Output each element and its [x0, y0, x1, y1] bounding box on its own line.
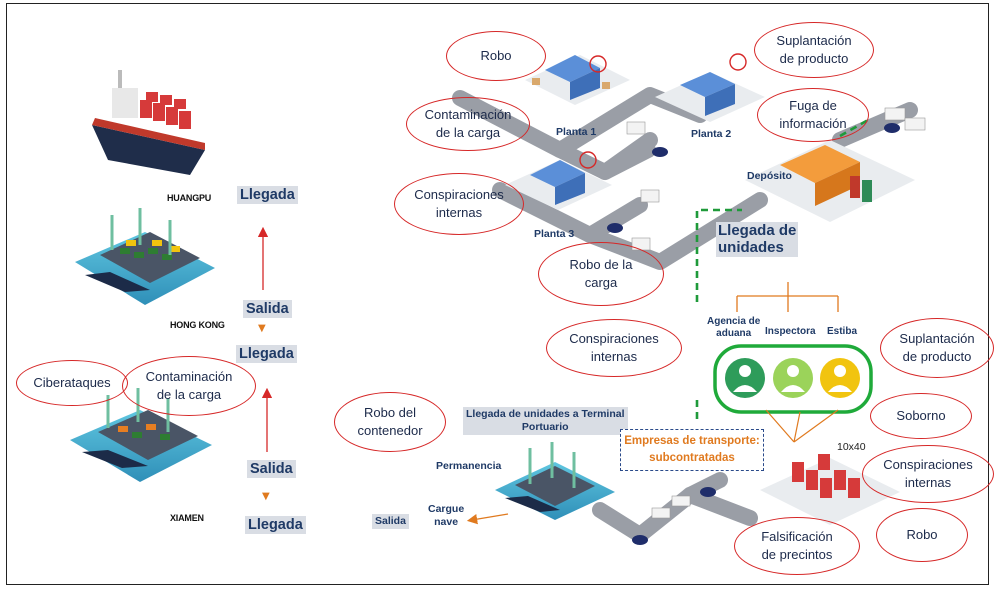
agents-to-yard-lines [765, 409, 839, 443]
risk-suplantacion-top: Suplantación de producto [754, 22, 874, 78]
port-name-huangpu: HUANGPU [167, 193, 212, 203]
location-planta1: Planta 1 [556, 126, 597, 138]
green-dashed-link-top [695, 208, 742, 302]
location-llegada-unidades: Llegada de unidades [716, 222, 799, 257]
estiba-icon [820, 358, 860, 398]
risk-robo-carga: Robo de la carga [538, 242, 664, 306]
route-label-salida-2: Salida [247, 460, 296, 478]
risk-robo-top: Robo [446, 31, 546, 81]
route-label-llegada-top: Llegada [237, 186, 298, 204]
inspectora-icon [773, 358, 813, 398]
risk-conspiraciones-planta: Conspiraciones internas [394, 173, 524, 235]
hongkong-port-illustration [75, 208, 215, 305]
port-name-hongkong: HONG KONG [170, 320, 225, 330]
location-planta3: Planta 3 [534, 228, 575, 240]
location-permanencia: Permanencia [436, 460, 502, 472]
agente-aduana-icon [725, 358, 765, 398]
location-salida: Salida [372, 514, 409, 530]
xiamen-port-illustration [70, 388, 212, 482]
route-arrow-down-2: ▼ [262, 491, 270, 502]
route-label-llegada-mid: Llegada [236, 345, 297, 363]
risk-contaminacion-port: Contaminación de la carga [122, 356, 256, 416]
subcontracted-transport-box: Empresas de transporte: subcontratadas [620, 429, 764, 471]
location-planta2: Planta 2 [691, 128, 732, 140]
risk-fuga-informacion: Fuga de información [757, 88, 869, 142]
port-name-xiamen: XIAMEN [170, 513, 204, 523]
risk-conspiraciones-mid: Conspiraciones internas [546, 319, 682, 377]
huangpu-ship-illustration [92, 70, 205, 175]
risk-conspiraciones-right: Conspiraciones internas [862, 445, 994, 503]
agents-tree [736, 282, 839, 312]
route-label-llegada-bottom: Llegada [245, 516, 306, 534]
planta3-illustration [505, 151, 612, 210]
deposito-illustration [745, 140, 915, 222]
terminal-port-illustration [495, 442, 615, 520]
route-arrow-down-1: ▼ [258, 323, 266, 334]
risk-soborno: Soborno [870, 393, 972, 439]
risk-contaminacion-planta: Contaminación de la carga [406, 97, 530, 151]
planta1-illustration [525, 55, 630, 105]
route-label-salida-1: Salida [243, 300, 292, 318]
role-estiba: Estiba [827, 326, 858, 337]
container-yard-illustration [760, 454, 900, 525]
role-inspectora: Inspectora [765, 326, 816, 337]
risk-robo-contenedor: Robo del contenedor [334, 392, 446, 452]
cargue-to-salida-arrow [466, 513, 509, 525]
risk-suplantacion-right: Suplantación de producto [880, 318, 994, 378]
planta2-illustration [655, 53, 765, 122]
role-agencia-aduana: Agencia de aduana [707, 316, 761, 339]
diagram-frame [6, 3, 989, 585]
location-llegada-terminal: Llegada de unidades a Terminal Portuario [463, 407, 628, 436]
location-cargue-nave: Cargue nave [428, 503, 465, 529]
vehicles [607, 107, 926, 545]
location-deposito: Depósito [747, 170, 792, 182]
risk-robo-right: Robo [876, 508, 968, 562]
risk-ciberataques: Ciberataques [16, 360, 128, 406]
risk-falsificacion-precintos: Falsificación de precintos [734, 517, 860, 575]
containers-count: 10x40 [837, 441, 866, 453]
